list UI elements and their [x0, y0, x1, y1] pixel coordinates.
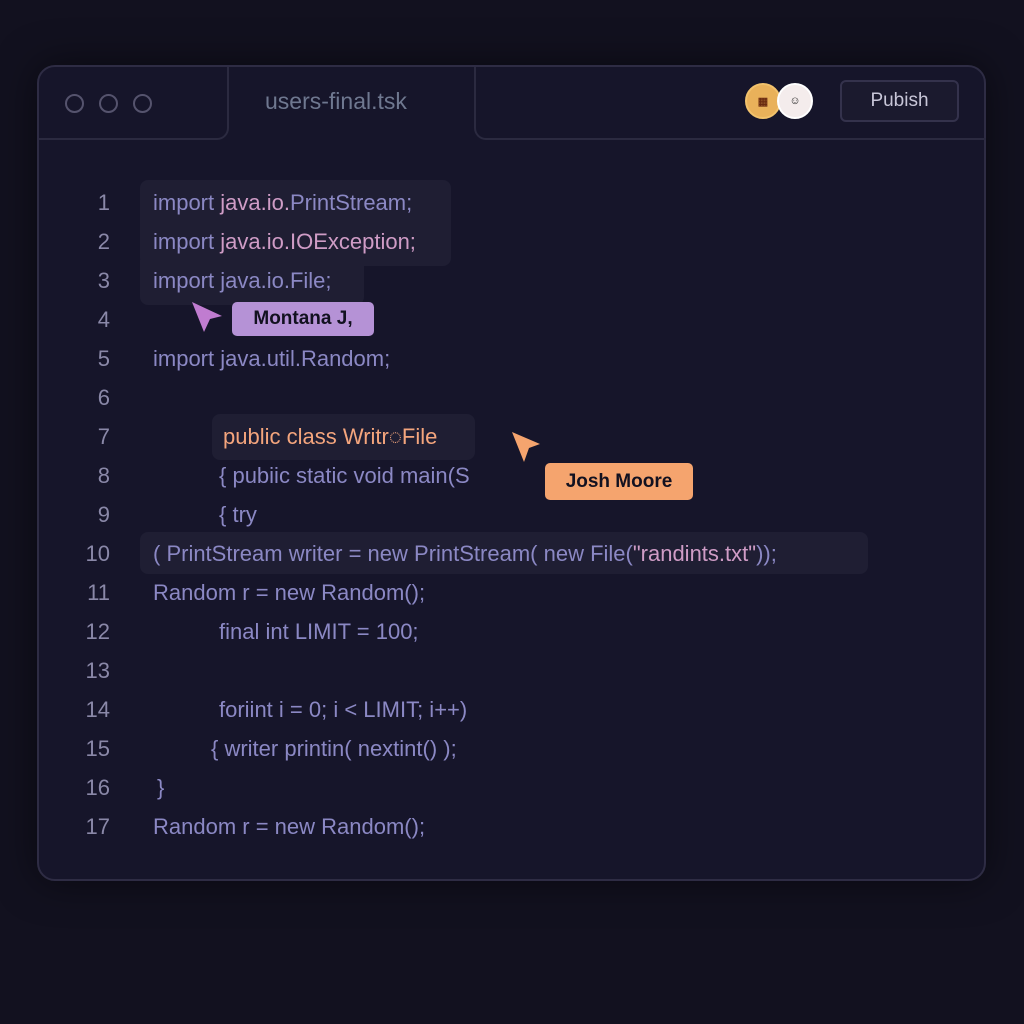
line-number: 15	[85, 736, 110, 761]
code-token: Random r = new Random();	[153, 814, 426, 839]
tab-file[interactable]: users-final.tsk	[265, 88, 407, 114]
code-line[interactable]: import java.io.PrintStream;	[153, 183, 412, 222]
code-token: PrintStream;	[289, 190, 413, 215]
line-number: 17	[85, 814, 110, 839]
collaborator-label-montana: Montana J,	[232, 302, 374, 336]
code-token: { try	[219, 502, 257, 527]
code-token: java.io.File;	[220, 268, 332, 293]
line-number: 3	[97, 268, 110, 293]
code-line[interactable]: public class Writr◌File	[223, 417, 437, 456]
line-number: 12	[85, 619, 110, 644]
line-number: 13	[85, 658, 110, 683]
code-line[interactable]: import java.io.File;	[153, 261, 332, 300]
cursor-josh-icon	[512, 432, 540, 462]
code-token: "randints.txt"	[632, 541, 757, 566]
maximize-dot-icon[interactable]	[133, 94, 152, 113]
code-line[interactable]: Random r = new Random();	[153, 807, 425, 846]
selection-highlight	[212, 414, 475, 460]
code-token: ));	[756, 541, 777, 566]
code-line[interactable]: Random r = new Random();	[153, 573, 425, 612]
code-line[interactable]: foriint i = 0; i < LIMIT; i++)	[219, 690, 467, 729]
code-token: java.io.	[220, 190, 290, 215]
code-token: import	[153, 190, 221, 215]
line-number: 8	[97, 463, 110, 488]
selection-highlight	[140, 260, 364, 305]
window-controls	[39, 67, 229, 140]
line-number: 6	[97, 385, 110, 410]
code-token: { pubiic static void main(S	[219, 463, 470, 488]
publish-button[interactable]: Pubish	[840, 80, 959, 122]
line-number: 14	[85, 697, 110, 722]
close-dot-icon[interactable]	[65, 94, 84, 113]
code-token: { writer printin( nextint() );	[211, 736, 457, 761]
code-token: ( PrintStream writer = new PrintStream( …	[153, 541, 633, 566]
code-token: Random r = new Random();	[153, 580, 426, 605]
minimize-dot-icon[interactable]	[99, 94, 118, 113]
code-line[interactable]: { pubiic static void main(S	[219, 456, 470, 495]
code-token: IOException;	[289, 229, 416, 254]
line-number: 10	[85, 541, 110, 566]
line-highlight	[140, 532, 868, 574]
code-line[interactable]: ( PrintStream writer = new PrintStream( …	[153, 534, 777, 573]
line-number: 11	[87, 580, 110, 605]
line-number: 7	[97, 424, 110, 449]
code-line[interactable]: { try	[219, 495, 257, 534]
line-number: 2	[97, 229, 110, 254]
code-line[interactable]: import java.util.Random;	[153, 339, 390, 378]
toolbar-area	[474, 67, 986, 140]
code-line[interactable]: }	[157, 768, 164, 807]
selection-highlight	[140, 180, 451, 266]
collaborator-label-josh: Josh Moore	[545, 463, 693, 500]
line-number: 5	[97, 346, 110, 371]
line-number: 9	[97, 502, 110, 527]
code-line[interactable]: import java.io.IOException;	[153, 222, 416, 261]
code-token: import java.util.Random;	[153, 346, 391, 371]
code-line[interactable]: final int LIMIT = 100;	[219, 612, 419, 651]
code-token: }	[157, 775, 165, 800]
code-token: public class Writr◌File	[223, 424, 438, 449]
code-token: import	[153, 268, 221, 293]
code-token: import	[153, 229, 221, 254]
line-number: 16	[85, 775, 110, 800]
line-number: 4	[97, 307, 110, 332]
avatar-face-icon[interactable]: ☺	[777, 83, 813, 119]
code-token: java.io.	[220, 229, 290, 254]
line-number: 1	[97, 190, 110, 215]
code-token: final int LIMIT = 100;	[219, 619, 419, 644]
cursor-montana-icon	[192, 302, 222, 332]
avatar-retro-icon[interactable]: ▦	[745, 83, 781, 119]
code-token: foriint i = 0; i < LIMIT; i++)	[219, 697, 468, 722]
code-line[interactable]: { writer printin( nextint() );	[211, 729, 457, 768]
